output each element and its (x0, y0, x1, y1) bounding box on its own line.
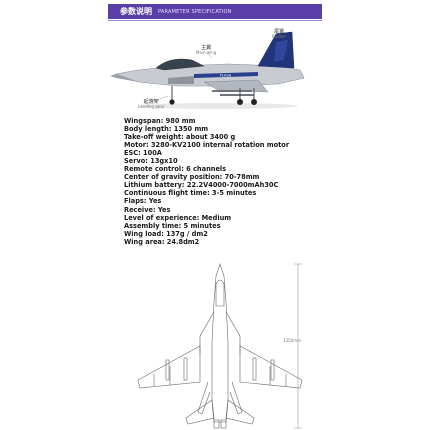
spec-body-length: Body length: 1350 mm (124, 125, 209, 134)
callout-rudder-en: Rudder (272, 34, 287, 40)
spec-center-of-gravity: Center of gravity position: 70-78mm (124, 173, 260, 182)
header-subtitle: PARAMETER SPECIFICATION (158, 8, 232, 15)
header-bar: 参数说明 PARAMETER SPECIFICATION (108, 4, 322, 19)
spec-flight-time: Continuous flight time: 3-5 minutes (124, 189, 257, 198)
spec-servo: Servo: 13gx10 (124, 157, 178, 166)
callout-main-wing-cn: 主翼 (201, 45, 212, 51)
header-title: 参数说明 (120, 7, 152, 16)
spec-receive: Receive: Yes (124, 205, 171, 214)
spec-flaps: Flaps: Yes (124, 197, 162, 206)
callout-landing-gear-cn: 起落架 (143, 99, 159, 105)
callout-rudder-cn: 尾翼 (274, 29, 285, 35)
spec-esc: ESC: 100A (124, 149, 162, 158)
spec-assembly-time: Assembly time: 5 minutes (124, 221, 221, 230)
callout-main-wing: 主翼 Main wing (196, 45, 217, 56)
length-dimension-label: 1350mm (283, 338, 301, 343)
spec-battery: Lithium battery: 22.2V4000-7000mAh30C (124, 181, 279, 190)
callout-rudder: 尾翼 Rudder (272, 29, 287, 40)
svg-text:FLASH: FLASH (220, 74, 232, 78)
spec-motor: Motor: 3280-KV2100 internal rotation mot… (124, 141, 290, 150)
callout-landing-gear-en: Landing gear (138, 104, 165, 110)
jet-product-photo: FLASH (110, 31, 305, 109)
spec-experience: Level of experience: Medium (124, 213, 232, 222)
spec-wing-load: Wing load: 137g / dm2 (124, 229, 208, 238)
callout-landing-gear: 起落架 Landing gear (138, 99, 165, 110)
callout-main-wing-en: Main wing (196, 50, 217, 56)
spec-wing-area: Wing area: 24.8dm2 (124, 237, 200, 246)
spec-remote-control: Remote control: 6 channels (124, 165, 227, 174)
header-divider (108, 20, 322, 21)
spec-list: Wingspan: 980 mm Body length: 1350 mm Ta… (124, 117, 364, 246)
jet-top-view-drawing (137, 263, 303, 429)
spec-wingspan: Wingspan: 980 mm (124, 117, 196, 125)
spec-takeoff-weight: Take-off weight: about 3400 g (124, 133, 236, 142)
